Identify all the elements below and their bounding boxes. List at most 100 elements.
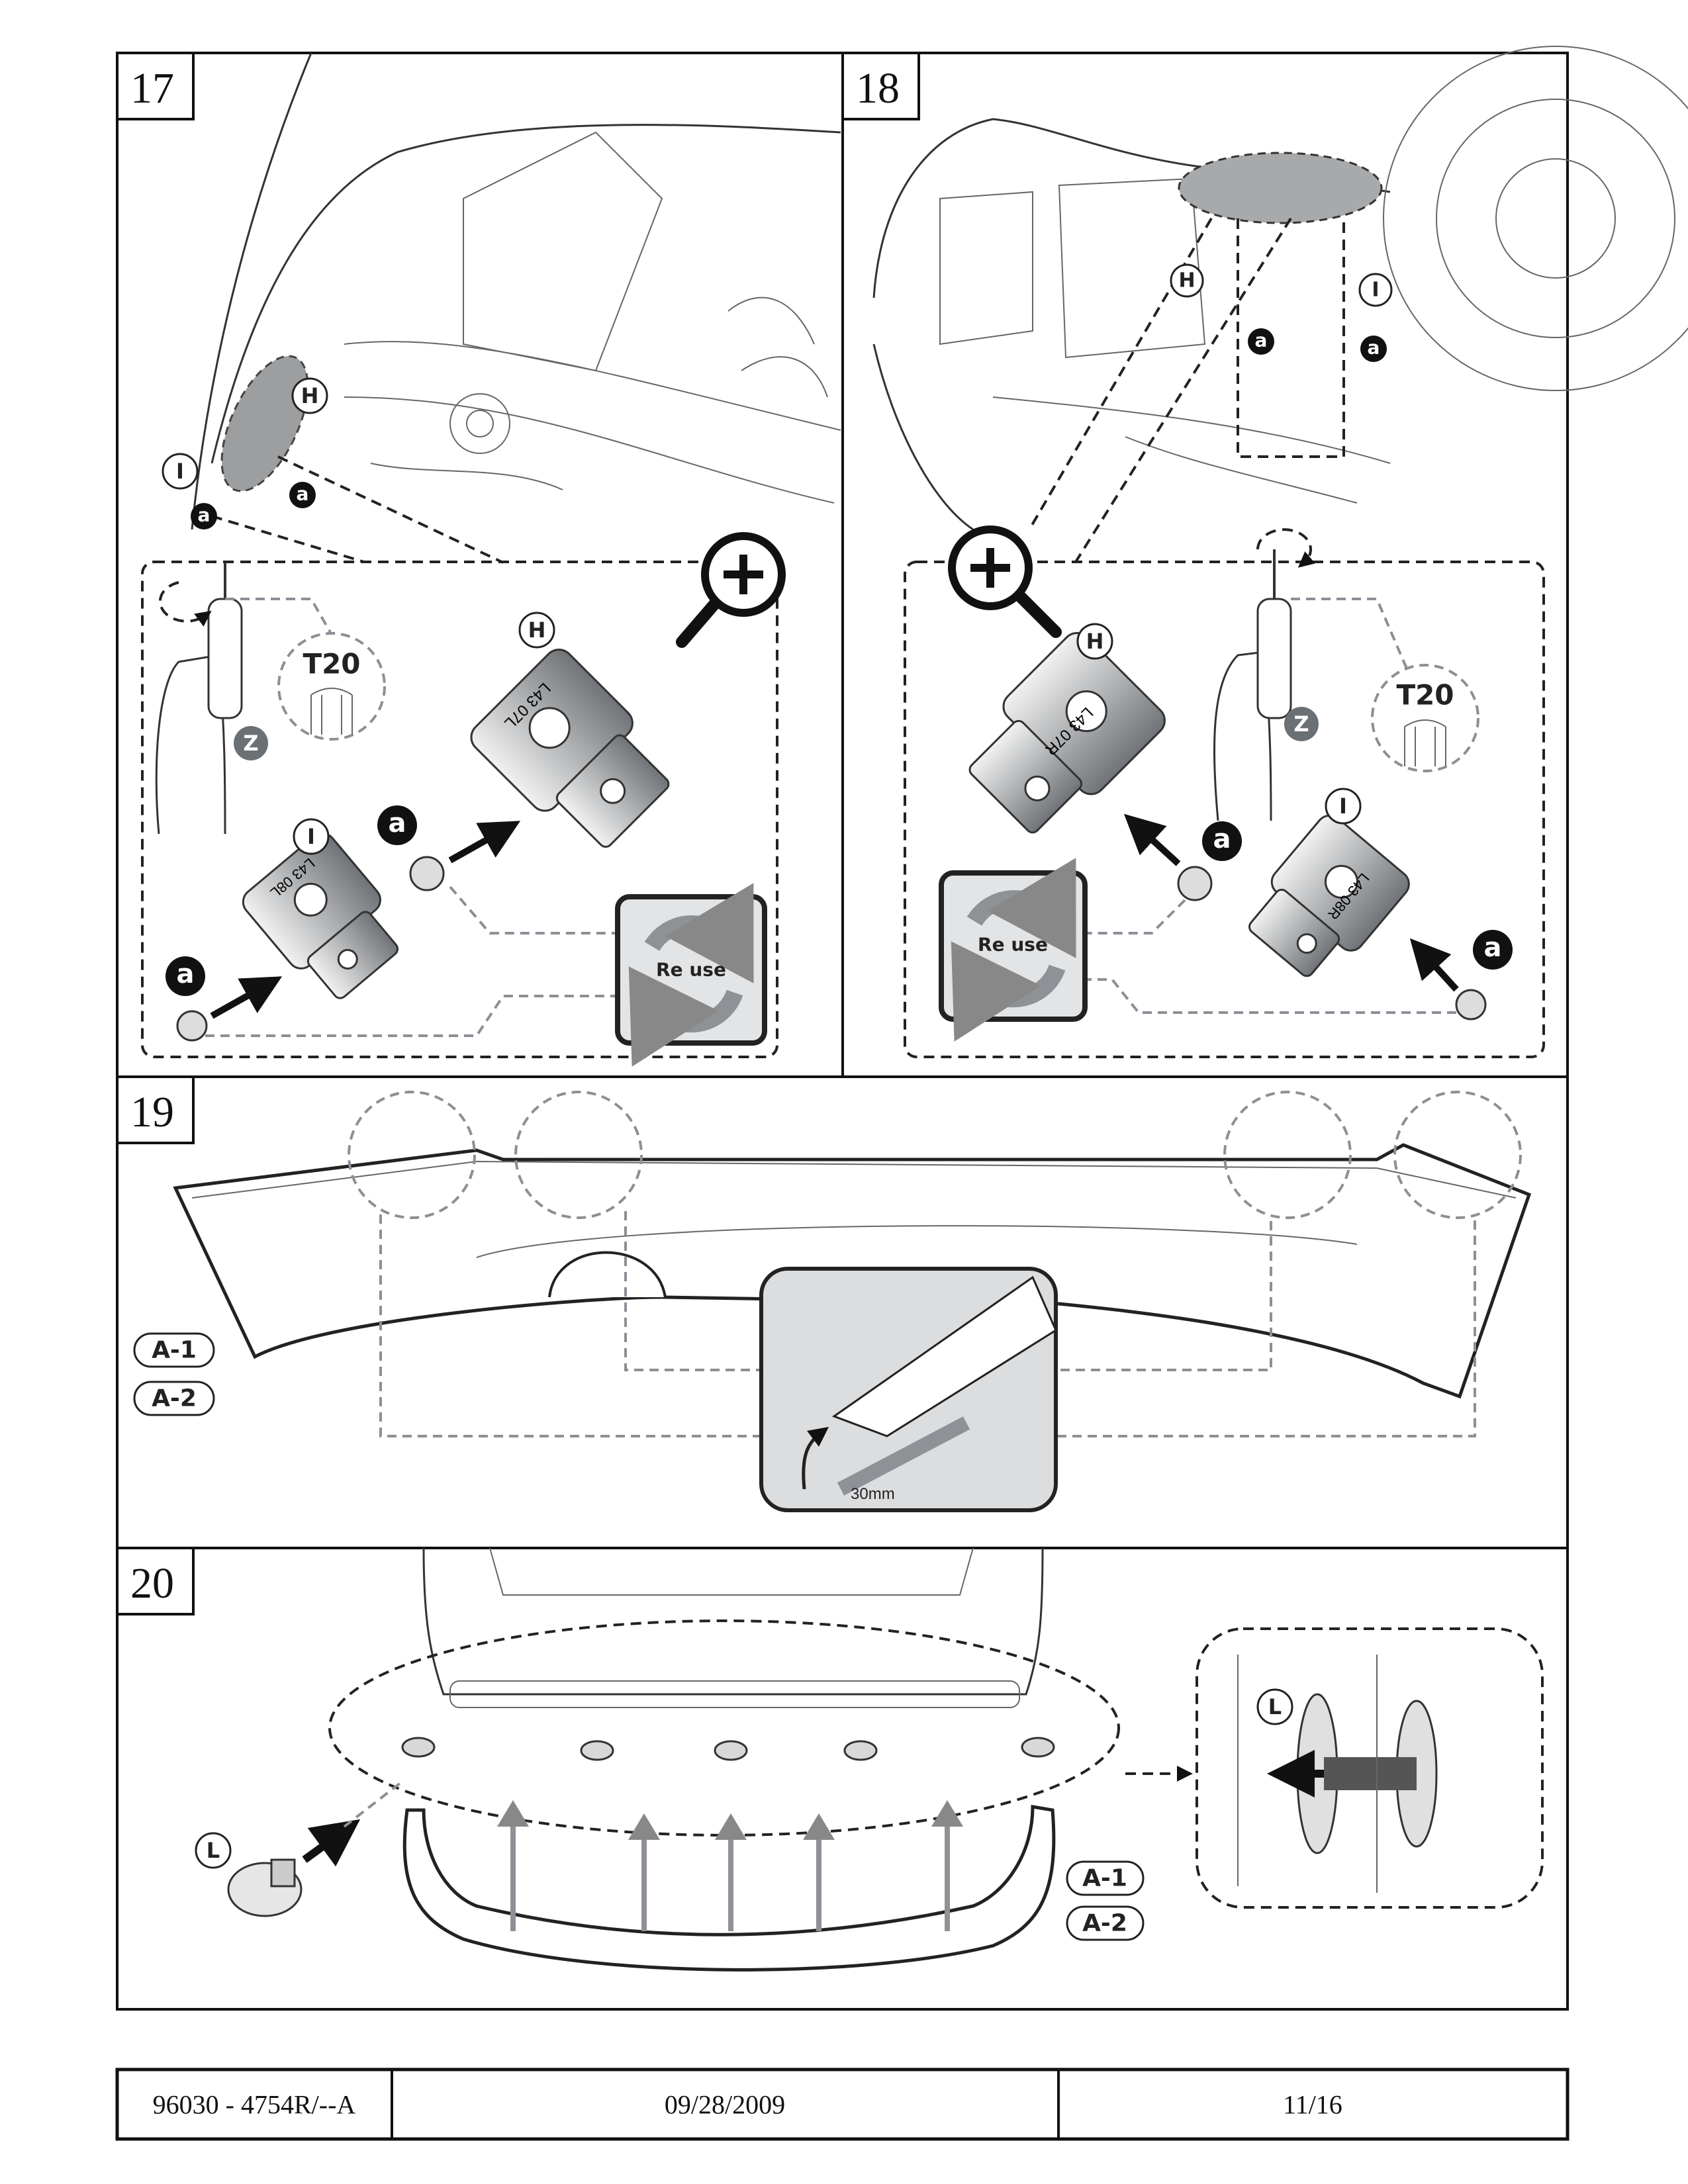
reuse-icon: Re use: [615, 883, 767, 1067]
label-H: H: [1076, 623, 1113, 660]
label-a: a: [1202, 821, 1242, 861]
clip-detail-box: [1196, 1627, 1544, 1909]
tape-removal-inset: 30mm: [759, 1267, 1058, 1512]
svg-text:a: a: [1213, 824, 1231, 854]
detail-box: [141, 561, 778, 1058]
zoom-circles: [348, 1091, 1522, 1219]
label-a-top: a: [1248, 328, 1274, 355]
label-Z: Z: [1284, 707, 1319, 741]
measure-label: 30mm: [851, 1485, 895, 1503]
torx-bit-T20: T20: [277, 632, 386, 741]
reuse-icon: Re use: [939, 858, 1088, 1042]
svg-text:T20: T20: [1396, 679, 1454, 711]
label-a: a: [165, 956, 205, 996]
label-Z: Z: [234, 726, 268, 760]
highlight-ellipse: [220, 355, 309, 492]
svg-text:L: L: [207, 1838, 220, 1863]
magnifier-icon: [676, 532, 786, 648]
svg-text:I: I: [176, 459, 184, 484]
label-a-top: a: [191, 503, 217, 529]
label-a: a: [1473, 930, 1513, 970]
highlight-ellipse: [1178, 152, 1383, 224]
label-L: L: [195, 1832, 232, 1869]
svg-text:H: H: [301, 383, 319, 408]
label-H-top: H: [291, 377, 328, 414]
magnifier-icon: [948, 525, 1062, 638]
svg-text:I: I: [1339, 794, 1347, 819]
car-rear-illustration: [422, 1547, 1044, 1708]
part-label-a2: A-2: [1066, 1905, 1145, 1941]
screw-icon: [409, 821, 521, 891]
bracket-I: L43 08R: [1248, 814, 1410, 978]
screw-icon: [176, 976, 283, 1042]
label-I-top: I: [1358, 273, 1393, 307]
label-a-top: a: [289, 482, 316, 508]
svg-text:Re use: Re use: [978, 934, 1048, 956]
step-20: 20 L: [116, 1547, 1544, 1972]
bracket-I: L43 08L: [242, 832, 399, 999]
svg-text:A-2: A-2: [152, 1385, 197, 1412]
svg-text:H: H: [528, 617, 546, 643]
screwdriver-icon: [155, 563, 243, 835]
part-label-a2: A-2: [133, 1381, 215, 1416]
page-number: 11/16: [1283, 2090, 1342, 2120]
svg-text:I: I: [307, 824, 315, 849]
svg-text:T20: T20: [303, 648, 360, 680]
screw-icon: [1123, 813, 1213, 901]
label-I: I: [1325, 788, 1362, 825]
step-number: 20: [130, 1559, 174, 1608]
svg-text:H: H: [1086, 629, 1104, 654]
clip-area-ellipse: [328, 1619, 1120, 1837]
label-I-top: I: [162, 453, 199, 490]
car-underbody-illustration: [872, 46, 1688, 531]
label-I: I: [293, 818, 330, 855]
svg-text:Z: Z: [1293, 711, 1309, 737]
label-H: H: [518, 612, 555, 649]
svg-text:H: H: [1178, 269, 1195, 293]
detail-box: [904, 561, 1545, 1058]
frame: [116, 52, 1569, 2011]
leader-line: [1085, 899, 1456, 1014]
torx-bit-T20: T20: [1371, 664, 1479, 772]
svg-text:L: L: [1268, 1694, 1282, 1719]
svg-text:a: a: [1368, 337, 1380, 359]
svg-text:a: a: [389, 808, 406, 839]
date: 09/28/2009: [665, 2090, 785, 2120]
step-19: 19 30mm A-1 A-2: [116, 1075, 1532, 1512]
svg-text:A-2: A-2: [1082, 1910, 1127, 1937]
part-label-a1: A-1: [1066, 1860, 1145, 1896]
bracket-H: L43 07L: [470, 649, 670, 848]
leader-line: [1291, 598, 1408, 669]
footer: 96030 - 4754R/--A 09/28/2009 11/16: [115, 2068, 1570, 2141]
label-H-top: H: [1170, 263, 1204, 298]
step-17: 17 H I a a Z: [116, 52, 841, 1067]
svg-text:a: a: [297, 483, 309, 505]
svg-text:Z: Z: [243, 731, 258, 756]
screwdriver-icon: [1213, 528, 1315, 821]
screw-icon: [1409, 938, 1487, 1021]
svg-text:a: a: [1255, 330, 1268, 351]
part-label-a1: A-1: [133, 1332, 215, 1368]
svg-text:Re use: Re use: [656, 959, 726, 981]
push-arrows: [497, 1800, 963, 1931]
label-a-top: a: [1360, 336, 1387, 362]
bumper-illustration: [402, 1805, 1056, 1972]
doc-number: 96030 - 4754R/--A: [153, 2090, 356, 2120]
label-a: a: [377, 805, 417, 845]
svg-text:a: a: [198, 504, 211, 526]
step-18: 18 H I a a Z T20: [841, 46, 1688, 1058]
label-L: L: [1256, 1688, 1293, 1725]
clips: [401, 1737, 1055, 1761]
step-number: 17: [130, 64, 174, 113]
svg-text:A-1: A-1: [1082, 1865, 1127, 1892]
leader-line: [205, 886, 618, 1037]
svg-text:A-1: A-1: [152, 1337, 197, 1364]
svg-text:I: I: [1372, 279, 1379, 302]
leader-lines: [211, 455, 504, 564]
clip-L: [227, 1779, 405, 1917]
svg-text:a: a: [177, 959, 195, 989]
bracket-H: L43 07R: [968, 631, 1166, 834]
leader-line: [225, 598, 332, 634]
car-underbody-illustration: [191, 52, 841, 530]
